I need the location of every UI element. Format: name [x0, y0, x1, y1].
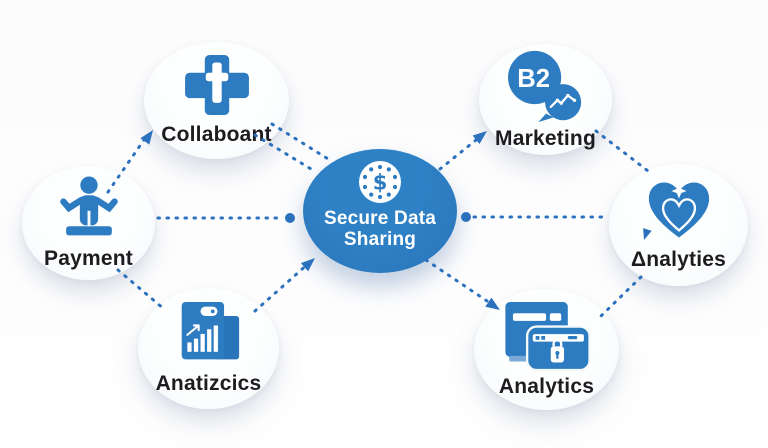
center-title-line2: Sharing: [343, 229, 417, 250]
person-presenter-icon: [59, 175, 118, 235]
node-marketing: B2 Marketing: [479, 44, 612, 155]
node-collaboant: Collaboant: [144, 42, 289, 159]
node-label-analyties: Δnalyties: [630, 247, 727, 271]
center-title: Secure Data Sharing: [324, 208, 436, 250]
pos-terminal-icon: [504, 301, 591, 371]
heart-icon: [648, 182, 709, 237]
node-anatizcics: Anatizcics: [138, 288, 279, 409]
leg-gap: [87, 210, 90, 226]
node-analyties: Δnalyties: [609, 164, 748, 286]
node-label-anatizcics: Anatizcics: [155, 372, 262, 395]
node-analytics: Analytics: [474, 289, 619, 410]
node-label-marketing: Marketing: [495, 126, 596, 150]
dollar-symbol: $: [373, 171, 388, 195]
center-title-line1: Secure Data: [323, 208, 437, 229]
edge-center-analytics: [424, 258, 495, 307]
bar-chart-report-icon: [181, 301, 239, 360]
medical-cross-icon: [184, 54, 249, 116]
node-payment: Payment: [22, 166, 155, 280]
sparkle-shape: [670, 182, 687, 198]
bubble-text-b2: B2: [517, 65, 550, 93]
edge-collaboant-center-b: [270, 122, 335, 164]
edge-center-marketing: [438, 134, 483, 171]
dollar-coin-icon: $: [359, 161, 401, 203]
chat-bubbles-icon: B2: [507, 50, 581, 122]
edge-anatizcics-center: [253, 261, 311, 313]
node-label-analytics: Analytics: [498, 374, 595, 398]
center-node-secure-data-sharing: $ Secure Data Sharing: [303, 149, 457, 273]
dot-start-center-analyties: [461, 212, 471, 222]
edge-payment-anatizcics: [116, 268, 166, 311]
edge-marketing-analyties: [594, 129, 650, 173]
dot-end-payment-center: [285, 213, 295, 223]
edge-analyties-analytics: [599, 275, 643, 318]
arrowhead-to-center: [300, 258, 315, 272]
arrowhead-to-marketing: [472, 131, 487, 145]
node-label-payment: Payment: [44, 246, 133, 270]
node-label-collaboant: Collaboant: [161, 123, 272, 146]
